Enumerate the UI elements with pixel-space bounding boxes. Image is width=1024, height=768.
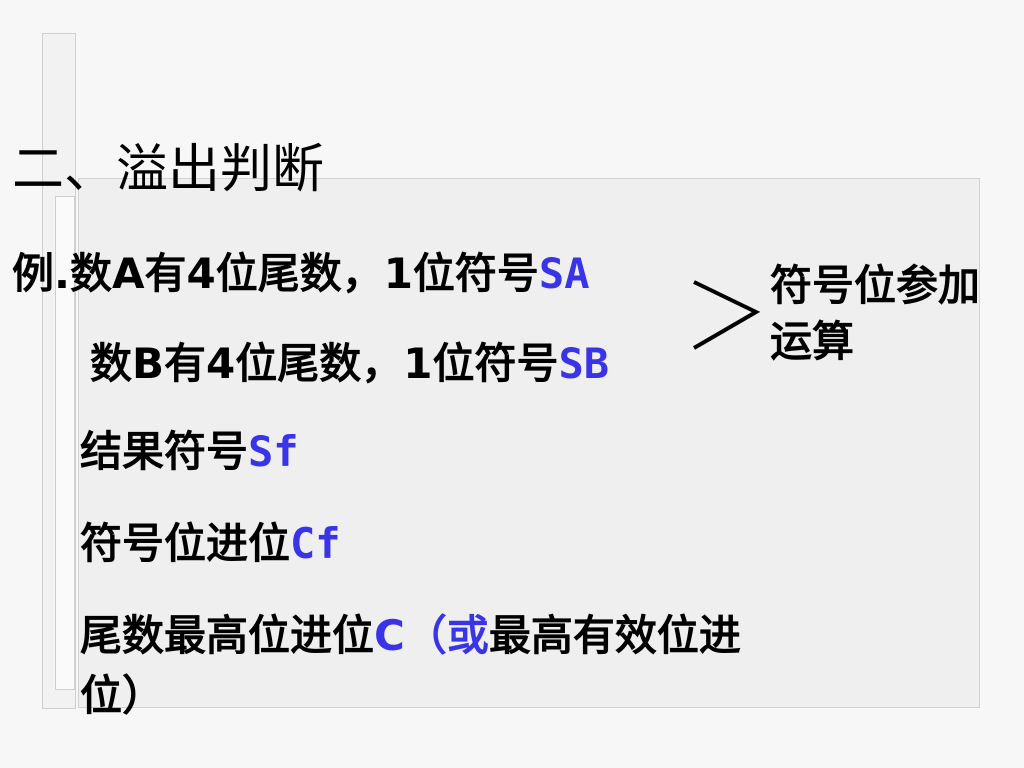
example-line-b: 数B有4位尾数，1位符号SB — [90, 338, 609, 390]
example-line-a: 例.数A有4位尾数，1位符号SA — [12, 248, 590, 300]
example-b-text: 数B有4位尾数，1位符号 — [90, 339, 559, 388]
sign-carry-line: 符号位进位Cf — [80, 518, 341, 570]
mantissa-carry-text: 尾数最高位进位 — [80, 611, 375, 660]
right-angle-bracket-icon — [692, 280, 761, 350]
var-c: C（或 — [374, 611, 489, 660]
var-sf: Sf — [248, 427, 299, 476]
mantissa-carry-line: 尾数最高位进位C（或最高有效位进 — [80, 610, 741, 662]
example-prefix: 例. — [12, 249, 70, 298]
var-sa: SA — [538, 249, 590, 298]
mantissa-carry-line-2: 位） — [80, 670, 164, 722]
page-title: 二、溢出判断 — [12, 140, 325, 200]
example-a-text: 数A有4位尾数，1位符号 — [69, 249, 539, 298]
result-sign-text: 结果符号 — [80, 427, 249, 476]
mantissa-carry-text-3: 位） — [80, 671, 165, 720]
var-sb: SB — [558, 339, 610, 388]
var-cf: Cf — [290, 519, 341, 568]
left-decor-bar-inner — [55, 196, 75, 690]
sign-bit-note: 符号位参加运算 — [770, 261, 981, 366]
content-frame — [78, 178, 980, 708]
result-sign-line: 结果符号Sf — [80, 426, 299, 478]
mantissa-carry-text-2: 最高有效位进 — [488, 611, 741, 660]
sign-carry-text: 符号位进位 — [80, 519, 291, 568]
